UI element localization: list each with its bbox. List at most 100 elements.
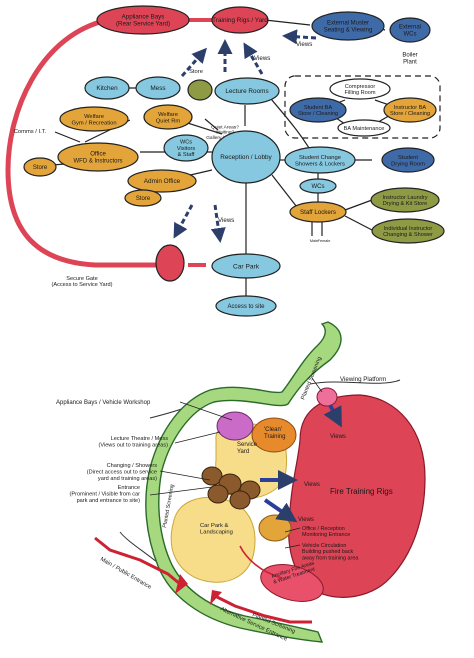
node-shape: [299, 178, 337, 194]
node-label: Access to site: [227, 304, 265, 310]
node-shape: [143, 104, 193, 130]
node-ba-maintenance: BA Maintenance: [337, 119, 391, 137]
node-label: Comms / I.T.: [14, 129, 47, 135]
node-shape: [214, 77, 280, 105]
site-boundary-line-right: [309, 379, 401, 385]
node-store-left: Store: [23, 157, 57, 177]
planted-screening-band: [145, 321, 342, 643]
plan-label-line: (Views out to training areas): [98, 442, 168, 448]
views-arrows-plan: [260, 404, 342, 523]
node-shape: [381, 147, 435, 173]
node-label-line: Drying Room: [391, 161, 425, 167]
node-label-line: Store: [33, 165, 48, 171]
node-label-line: Welfare: [84, 114, 104, 120]
store-shape: [187, 79, 213, 101]
node-label: Admin Office: [144, 178, 181, 185]
node-kitchen: Kitchen: [84, 76, 130, 100]
node-label-line: Appliance Bays: [122, 14, 165, 21]
node-shape: [84, 76, 130, 100]
node-lecture-rooms: Lecture Rooms: [214, 77, 280, 105]
plan-label-lecture-theatre: Lecture Theatre / Mess(Views out to trai…: [98, 436, 168, 448]
node-secure-gate: Secure Gate(Access to Service Yard): [51, 276, 112, 288]
node-label-line: External Muster: [327, 21, 369, 27]
plan-label-line: Yard: [237, 449, 249, 455]
gender-label: Male: [310, 239, 318, 243]
plan-label-line: Landscaping: [200, 530, 233, 536]
vehicle-circulation-arrows: [94, 536, 312, 624]
node-label: Store: [33, 165, 48, 171]
node-label-line: Waiting?: [216, 130, 235, 136]
clean-training-zone: [251, 417, 297, 453]
node-wcs-right: WCs: [299, 178, 337, 194]
node-label-line: Store / Cleaning: [298, 111, 338, 117]
node-label: WCs: [312, 184, 325, 190]
node-label-line: Store / Cleaning: [390, 111, 430, 117]
ancillary-fire-areas-zone: [260, 564, 324, 602]
leader-lines: [149, 377, 323, 549]
plan-label-line: (Prominent / Visible from car: [70, 491, 141, 497]
node-label-line: Instructor Laundry: [382, 195, 427, 201]
node-shape: [211, 253, 281, 279]
node-label-line: Student: [398, 155, 418, 161]
node-label-line: WFD & Instructors: [73, 158, 122, 164]
plan-label-line: Monitoring Entrance: [302, 532, 350, 538]
node-admin-office: Admin Office: [127, 169, 197, 193]
secure-gate-shape: [155, 244, 185, 282]
node-label-line: Comms / I.T.: [14, 129, 47, 135]
node-label-line: Instructor BA: [394, 105, 427, 111]
node-comms-it: Comms / I.T.: [14, 129, 47, 135]
node-shape: [23, 157, 57, 177]
node-shape: [124, 189, 162, 207]
node-label-line: Quiet Areas?: [211, 124, 239, 130]
service-loop-line: [5, 19, 160, 268]
ba-zone-boundary: [284, 75, 441, 139]
node-shape: [215, 295, 277, 317]
node-shape: [211, 6, 269, 34]
node-label-line: Mess: [150, 85, 165, 92]
plan-label-line: Changing / Showers: [107, 463, 158, 469]
node-shape: [59, 106, 129, 132]
node-shape: [57, 142, 139, 172]
plan-label-line: (Direct access out to service: [87, 469, 157, 475]
plan-label-car-park-landscaping: Car Park &Landscaping: [200, 523, 233, 536]
plan-label-line: Views: [304, 482, 320, 488]
node-label-line: Store: [189, 69, 203, 75]
node-label-line: WCs: [312, 184, 325, 190]
node-store-admin: Store: [124, 189, 162, 207]
node-label: Appliance Bays(Rear Service Yard): [116, 14, 170, 28]
node-label-line: Individual Instructor: [384, 226, 433, 232]
plan-label-views-1: Views: [330, 434, 346, 440]
plan-label-line: Views: [330, 434, 346, 440]
node-shape: [96, 5, 190, 35]
node-label: Training Rigs / Yard: [212, 17, 268, 24]
node-training-rigs: Training Rigs / Yard: [211, 6, 269, 34]
node-staff-lockers: Staff Lockers: [289, 201, 347, 223]
car-park-area: [170, 497, 256, 583]
changing-showers-zone: [201, 466, 261, 510]
node-mess: Mess: [135, 76, 181, 100]
views-arrows-top: [173, 29, 317, 243]
bubble-diagram: Appliance Bays(Rear Service Yard) Trainin…: [5, 5, 445, 317]
node-label-line: Store: [136, 196, 151, 202]
node-label-line: Seating & Viewing: [324, 27, 373, 33]
plan-label-viewing-platform: Viewing Platform: [340, 376, 386, 383]
plan-label-line: Lecture Theatre / Mess: [111, 436, 169, 442]
node-label-line: Kitchen: [96, 85, 118, 92]
plan-label-line: yard and training areas): [98, 476, 157, 482]
node-shape: [127, 169, 197, 193]
plan-label-line: Entrance: [118, 485, 140, 491]
node-label-line: Showers & Lockers: [295, 161, 345, 167]
node-label: Car Park: [233, 263, 260, 270]
